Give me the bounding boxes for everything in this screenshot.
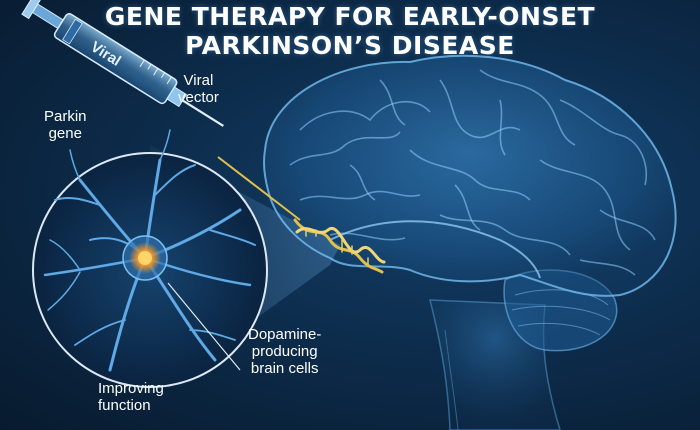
injection-path — [217, 156, 301, 221]
label-dopamine-cells: Dopamine- producing brain cells — [248, 326, 322, 377]
title-line-1: GENE THERAPY FOR EARLY-ONSET — [104, 2, 596, 31]
brain — [263, 54, 677, 297]
label-viral-vector: Viral vector — [178, 72, 219, 106]
label-parkin-gene: Parkin gene — [44, 108, 87, 142]
label-improving-function: Improving function — [98, 380, 164, 414]
neuron-magnifier — [32, 129, 268, 388]
dna-helix-icon — [293, 218, 386, 274]
pointer-line — [167, 282, 241, 371]
syringe: Viral — [21, 0, 224, 127]
title-line-2: PARKINSON’S DISEASE — [185, 31, 515, 60]
